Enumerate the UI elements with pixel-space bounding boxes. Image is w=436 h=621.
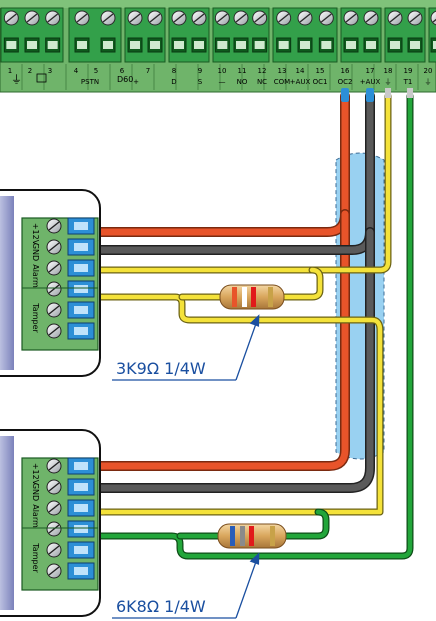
terminal-label: NC <box>257 78 267 86</box>
terminal-label: COM <box>274 78 290 86</box>
terminal-number: 18 <box>384 67 393 75</box>
terminal-number: 1 <box>8 67 12 75</box>
resistor-label-top: 3K9Ω 1/4W <box>116 359 206 378</box>
sensor-terminal-label: Alarm <box>31 504 40 528</box>
terminal-label: PSTN <box>81 78 99 86</box>
terminal-number: 17 <box>366 67 375 75</box>
terminal-number: 19 <box>404 67 413 75</box>
terminal-number: 15 <box>316 67 325 75</box>
panel-terminal-block <box>68 7 122 63</box>
annotation-top: 3K9Ω 1/4W <box>112 314 260 381</box>
terminal-number: 2 <box>28 67 32 75</box>
terminal-number: 5 <box>94 67 98 75</box>
sensor-terminal-label: Tamper <box>31 302 40 333</box>
terminal-number: 7 <box>146 67 150 75</box>
terminal-label: ⏚ <box>385 78 392 86</box>
terminal-label: S <box>198 78 203 86</box>
terminal-number: 8 <box>172 67 176 75</box>
terminal-label: OC2 <box>338 78 353 86</box>
panel-terminal-block <box>428 7 436 63</box>
sensor-terminal-label: Alarm <box>31 264 40 288</box>
resistor-3k9 <box>219 284 285 310</box>
panel-terminal-block <box>340 7 382 63</box>
terminal-number: 12 <box>258 67 267 75</box>
terminal-number: 13 <box>278 67 287 75</box>
terminal-number: 11 <box>238 67 247 75</box>
panel-terminal-block <box>124 7 166 63</box>
terminal-number: 4 <box>74 67 79 75</box>
sensor-terminal-label: Tamper <box>31 542 40 573</box>
panel-terminal-block <box>272 7 338 63</box>
sensor-terminal-label: +12V <box>31 223 40 246</box>
terminal-number: 20 <box>424 67 433 75</box>
terminal-number: 3 <box>48 67 52 75</box>
phone-symbol-icon <box>36 73 47 83</box>
sensor-terminal-label: +12V <box>31 463 40 486</box>
terminal-label: NO <box>237 78 248 86</box>
terminal-label: + <box>133 78 139 86</box>
terminal-label: +AUX <box>360 78 381 86</box>
wire-red-top <box>95 91 350 237</box>
label-d60: D60 <box>117 75 133 84</box>
wires <box>95 88 414 560</box>
panel-terminal-block <box>212 7 270 63</box>
terminal-label: — <box>219 78 226 86</box>
panel-terminal-block <box>0 7 64 63</box>
sensor-terminal-label: GND <box>31 243 40 261</box>
terminal-number: 16 <box>341 67 350 75</box>
terminal-number: 10 <box>218 67 227 75</box>
terminal-number: 9 <box>198 67 202 75</box>
terminal-block-strip <box>0 7 436 90</box>
resistor-label-bottom: 6K8Ω 1/4W <box>116 597 206 616</box>
terminal-label: D <box>171 78 176 86</box>
terminal-label: OC1 <box>313 78 328 86</box>
annotation-bottom: 6K8Ω 1/4W <box>112 552 260 619</box>
terminal-label: +AUX <box>290 78 311 86</box>
resistor-6k8 <box>217 523 287 549</box>
terminal-number: 6 <box>120 67 125 75</box>
terminal-label: T1 <box>403 78 413 86</box>
terminal-label: ⏚ <box>425 78 432 86</box>
ground-symbol-icon: ⏚ <box>11 73 22 86</box>
sensor-terminal-label: GND <box>31 483 40 501</box>
panel-terminal-block <box>384 7 426 63</box>
panel-terminal-block <box>168 7 210 63</box>
terminal-number: 14 <box>296 67 305 75</box>
